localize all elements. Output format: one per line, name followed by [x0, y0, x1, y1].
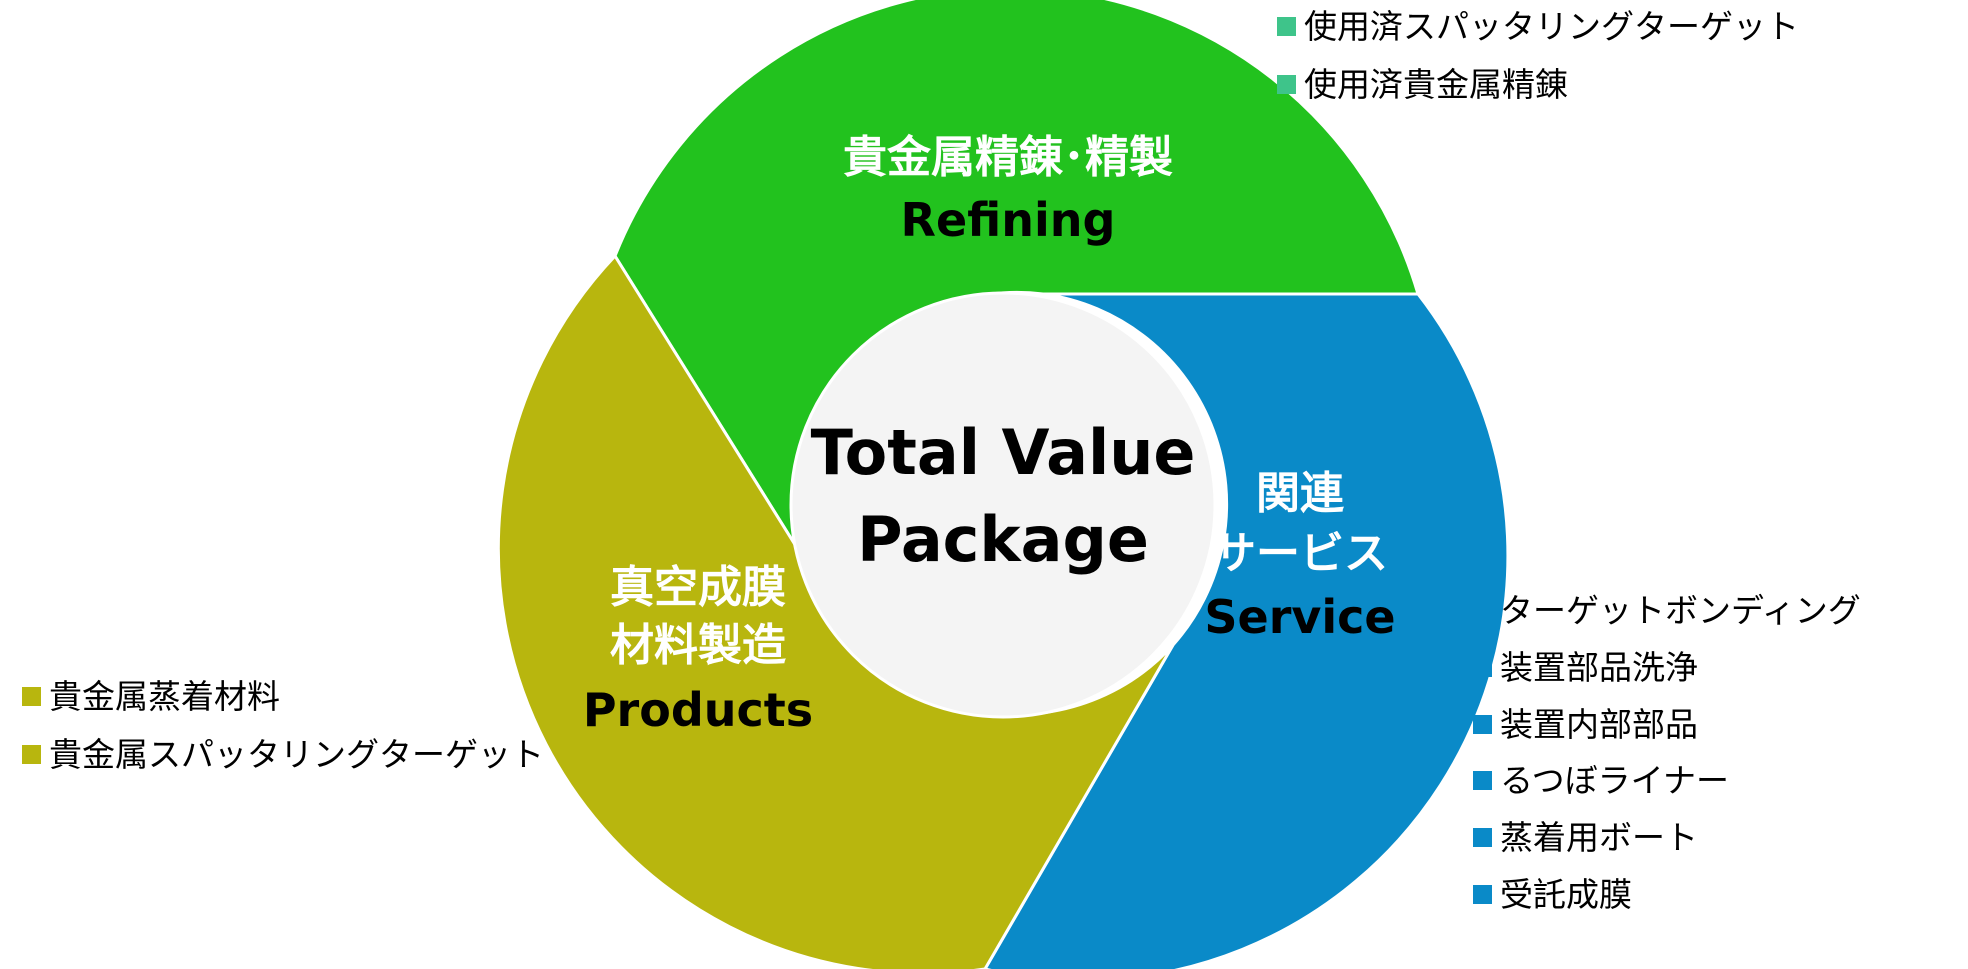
refining-legend-item: 使用済貴金属精錬 [1304, 65, 1568, 104]
service-legend-item: 蒸着用ボート [1500, 818, 1698, 857]
center-title-line1: Total Value [811, 416, 1196, 489]
service-segment [983, 292, 1510, 969]
service-legend-item: るつぼライナー [1500, 761, 1729, 800]
service-legend-marker [1473, 601, 1492, 620]
service-legend-item: ターゲットボンディング [1500, 591, 1861, 630]
refining-legend-marker [1277, 17, 1296, 36]
products-subtitle: Products [583, 683, 813, 737]
service-title-line1: 関連 [1256, 468, 1345, 519]
center-title-line2: Package [857, 503, 1149, 576]
products-title-line1: 真空成膜 [610, 562, 786, 613]
service-legend-marker [1473, 771, 1492, 790]
service-subtitle: Service [1204, 590, 1395, 644]
service-title-line2: サービス [1212, 528, 1388, 579]
service-legend-marker [1473, 885, 1492, 904]
service-legend-item: 装置内部部品 [1500, 705, 1698, 744]
products-legend-item: 貴金属蒸着材料 [49, 677, 280, 716]
refining-legend-marker [1277, 75, 1296, 94]
products-legend-marker [22, 745, 41, 764]
service-legend-marker [1473, 658, 1492, 677]
refining-legend-item: 使用済スパッタリングターゲット [1304, 7, 1799, 46]
service-legend-marker [1473, 828, 1492, 847]
products-legend: 貴金属蒸着材料 貴金属スパッタリングターゲット [22, 677, 544, 774]
center-circle [789, 291, 1217, 719]
service-legend-marker [1473, 715, 1492, 734]
service-legend-item: 受託成膜 [1500, 875, 1632, 914]
service-legend: ターゲットボンディング 装置部品洗浄 装置内部部品 るつぼライナー 蒸着用ボート… [1473, 591, 1861, 914]
refining-subtitle: Refining [901, 193, 1116, 247]
service-legend-item: 装置部品洗浄 [1500, 648, 1698, 687]
products-title-line2: 材料製造 [610, 620, 786, 671]
products-legend-item: 貴金属スパッタリングターゲット [49, 735, 544, 774]
products-legend-marker [22, 687, 41, 706]
refining-legend: 使用済スパッタリングターゲット 使用済貴金属精錬 [1277, 7, 1799, 104]
refining-title: 貴金属精錬･精製 [843, 132, 1173, 183]
